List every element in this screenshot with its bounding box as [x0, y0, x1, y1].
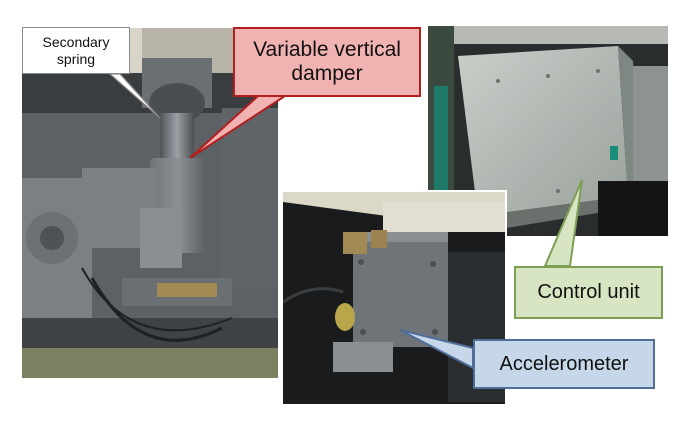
accelerometer-label: Accelerometer	[473, 339, 655, 389]
control-unit-label: Control unit	[514, 266, 663, 319]
variable-vertical-damper-label: Variable vertical damper	[233, 27, 421, 97]
control-unit-photo	[428, 26, 668, 236]
secondary-spring-label: Secondary spring	[22, 27, 130, 74]
